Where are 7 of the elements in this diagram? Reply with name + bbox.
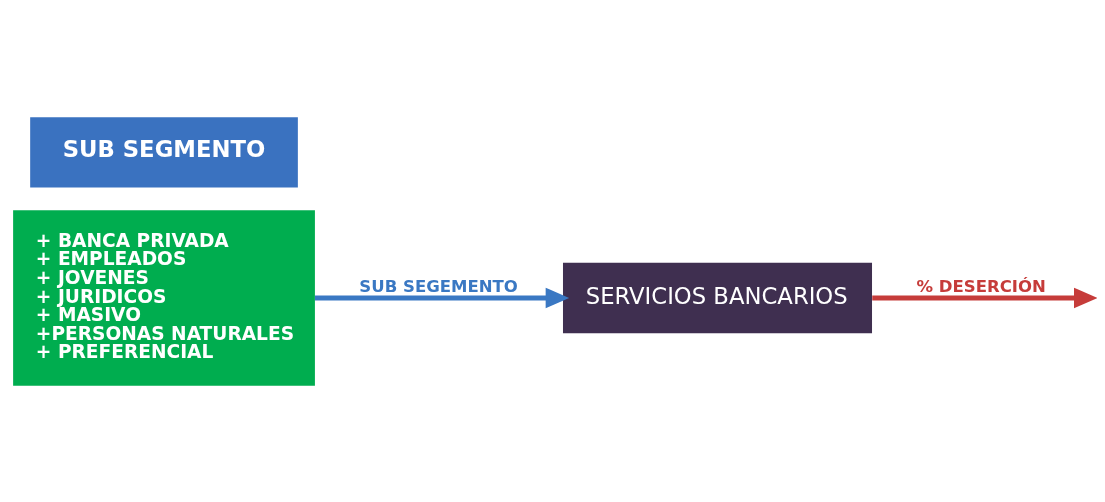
edge-label: % DESERCIÓN xyxy=(916,276,1046,296)
node-box: + BANCA PRIVADA + EMPLEADOS + JOVENES + JURIDICOS + MASIVO +PERSONAS NATURALES + PREFERENCIAL xyxy=(13,209,315,386)
node-box: SERVICIOS BANCARIOS xyxy=(563,262,872,333)
arrow xyxy=(872,287,1097,308)
node-box: SUB SEGMENTO xyxy=(30,116,298,187)
edge-label: SUB SEGEMENTO xyxy=(359,276,518,296)
arrow xyxy=(315,287,570,308)
